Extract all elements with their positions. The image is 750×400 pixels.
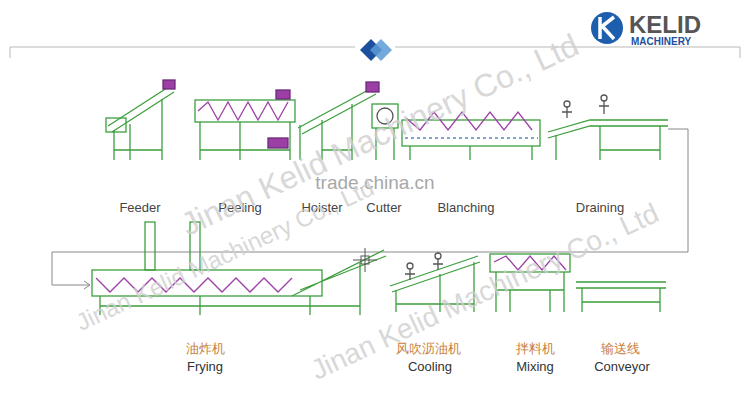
blanching-machine-part — [405, 137, 538, 138]
frying-machine-part — [292, 250, 386, 296]
company-logo — [591, 12, 623, 44]
company-logo-part — [591, 12, 623, 44]
machine-label-cn: 油炸机 — [186, 342, 225, 357]
peeling-machine — [195, 90, 295, 160]
cursor-cross — [353, 248, 377, 272]
conveyor-machine-part — [576, 282, 666, 288]
feeder-machine — [106, 80, 175, 160]
peeling-machine-part — [198, 102, 288, 120]
draining-machine-part — [601, 95, 607, 101]
logo-wordmark: KELID — [629, 11, 701, 39]
frying-machine-part — [145, 222, 155, 270]
machine-label: Cooling — [408, 360, 452, 375]
blanching-machine-part — [410, 146, 532, 160]
feeder-machine-part — [108, 86, 174, 132]
draining-machine-part — [599, 101, 609, 114]
machine-label: Blanching — [437, 201, 494, 216]
cursor-cross-part — [353, 248, 377, 272]
company-logo-part — [600, 17, 614, 39]
machine-label: Cutter — [366, 201, 401, 216]
draining-machine-part — [556, 126, 660, 160]
cooling-machine-part — [433, 259, 443, 270]
cooling-machine-part — [405, 269, 415, 280]
peeling-machine-part — [268, 138, 288, 148]
machine-label: Frying — [187, 360, 223, 375]
draining-machine-part — [564, 101, 570, 107]
draining-machine — [548, 95, 668, 160]
feeder-machine-part — [163, 80, 175, 89]
machine-label: Conveyor — [594, 360, 650, 375]
center-emblem — [360, 39, 392, 61]
peeling-machine-part — [195, 100, 295, 122]
cooling-machine-part — [407, 263, 413, 269]
conveyor-machine-part — [582, 288, 660, 312]
machine-label-cn: 拌料机 — [516, 342, 555, 357]
draining-machine-part — [548, 120, 668, 138]
draining-machine-part — [562, 107, 572, 118]
center-emblem-part — [370, 39, 392, 61]
logo-subtitle: MACHINERY — [631, 36, 691, 48]
peeling-machine-part — [276, 90, 290, 99]
peeling-machine-part — [200, 122, 290, 160]
conveyor-machine — [576, 282, 666, 312]
hoister-machine-part — [366, 82, 379, 92]
cursor-cross-part — [361, 256, 369, 264]
machine-label: Mixing — [516, 360, 554, 375]
cooling-machine-part — [435, 253, 441, 259]
machine-label: Feeder — [119, 201, 160, 216]
feeder-machine-part — [114, 99, 162, 160]
machine-label-cn: 输送线 — [601, 342, 640, 357]
transfer-line-part — [84, 281, 90, 289]
